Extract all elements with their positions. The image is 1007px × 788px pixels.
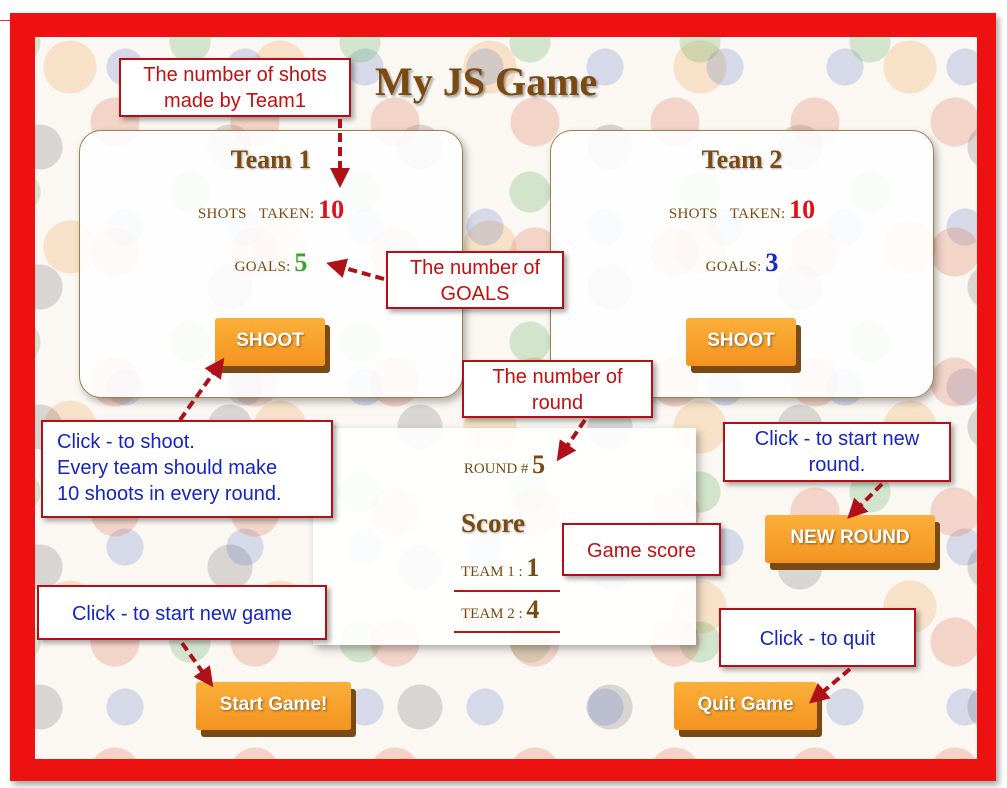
team2-name: Team 2: [701, 145, 783, 174]
quit-game-button[interactable]: Quit Game: [674, 682, 817, 730]
team2-shots-label: SHOTS: [668, 206, 718, 222]
score-team2-underline: [454, 631, 560, 633]
callout-new-round: Click - to start new round.: [723, 422, 951, 482]
score-team2-value: 4: [526, 595, 540, 624]
team1-name: Team 1: [230, 145, 312, 174]
callout-start-game: Click - to start new game: [37, 585, 327, 640]
team1-goals-label: GOALS:: [234, 259, 291, 275]
callout-shoot-line3: 10 shoots in every round.: [57, 483, 282, 505]
team2-shoot-button[interactable]: SHOOT: [686, 318, 796, 366]
team1-shoot-button[interactable]: SHOOT: [215, 318, 325, 366]
team1-goals-value: 5: [294, 248, 308, 277]
team1-taken-label: TAKEN:: [258, 206, 315, 222]
callout-goals: The number of GOALS: [386, 251, 564, 309]
start-game-button[interactable]: Start Game!: [196, 682, 351, 730]
callout-shots-line2: made by Team1: [164, 90, 306, 112]
team1-goals-line: GOALS: 5: [80, 248, 462, 278]
team1-shots-label: SHOTS: [197, 206, 247, 222]
team2-taken-label: TAKEN:: [729, 206, 786, 222]
callout-goals-line2: GOALS: [440, 283, 510, 305]
callout-new-round-line2: round.: [808, 454, 866, 476]
game-title: My JS Game: [375, 59, 598, 104]
callout-game-score: Game score: [562, 523, 721, 576]
team2-shots-value: 10: [789, 195, 816, 224]
callout-quit: Click - to quit: [719, 608, 916, 667]
score-team1-label: TEAM 1 :: [461, 564, 523, 580]
team2-goals-value: 3: [765, 248, 779, 277]
team2-shots-line: SHOTS TAKEN: 10: [551, 195, 933, 225]
team1-shots-value: 10: [318, 195, 345, 224]
round-value: 5: [532, 450, 546, 479]
callout-shoot-line2: Every team should make: [57, 457, 278, 479]
team2-goals-line: GOALS: 3: [551, 248, 933, 278]
new-round-button[interactable]: NEW ROUND: [765, 515, 935, 563]
callout-shoot: Click - to shoot. Every team should make…: [41, 420, 333, 518]
team1-shots-line: SHOTS TAKEN: 10: [80, 195, 462, 225]
callout-round-line1: The number of: [492, 366, 623, 388]
round-label: ROUND #: [463, 461, 529, 477]
callout-new-round-line1: Click - to start new: [754, 428, 920, 450]
score-team1-underline: [454, 590, 560, 592]
score-title: Score: [461, 508, 525, 538]
callout-round: The number of round: [462, 360, 653, 418]
callout-round-line2: round: [531, 392, 584, 414]
callout-goals-line1: The number of: [409, 257, 541, 279]
round-line: ROUND # 5: [313, 450, 696, 480]
callout-shots-line1: The number of shots: [143, 64, 327, 86]
team2-goals-label: GOALS:: [705, 259, 762, 275]
score-team1-row: TEAM 1 : 1: [461, 553, 539, 583]
score-team1-value: 1: [526, 553, 540, 582]
score-team2-row: TEAM 2 : 4: [461, 595, 539, 625]
callout-shoot-line1: Click - to shoot.: [57, 431, 195, 453]
callout-shots: The number of shots made by Team1: [119, 58, 351, 117]
score-team2-label: TEAM 2 :: [461, 606, 523, 622]
